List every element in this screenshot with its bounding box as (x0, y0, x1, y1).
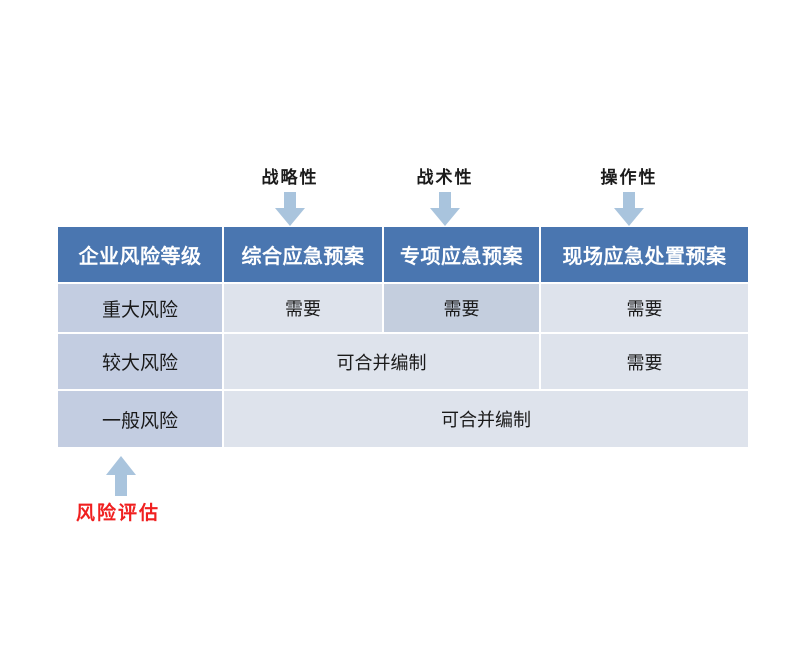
arrow-shaft (439, 192, 451, 209)
label-strategic: 战略性 (261, 168, 319, 187)
table-row: 重大风险 需要 需要 需要 (58, 282, 748, 332)
cell-general-merged-plans: 可合并编制 (224, 389, 748, 447)
label-risk-assessment: 风险评估 (76, 503, 161, 524)
down-arrow-strategic (275, 192, 305, 226)
up-arrow-risk-assessment (106, 456, 136, 496)
header-cell-risk-level: 企业风险等级 (58, 227, 224, 282)
cell-major-onsite: 需要 (541, 282, 748, 332)
down-arrow-tactical (430, 192, 460, 226)
header-row: 企业风险等级 综合应急预案 专项应急预案 现场应急处置预案 (58, 227, 748, 282)
table-body: 重大风险 需要 需要 需要 较大风险 可合并编制 需要 一般风险 可合并编制 (58, 282, 748, 447)
table-row: 较大风险 可合并编制 需要 (58, 332, 748, 389)
cell-larger-onsite: 需要 (541, 332, 748, 389)
down-arrow-operational (614, 192, 644, 226)
arrow-head (430, 208, 460, 226)
cell-major-comprehensive: 需要 (224, 282, 384, 332)
row-label-larger-risk: 较大风险 (58, 332, 224, 389)
header-cell-comprehensive-plan: 综合应急预案 (224, 227, 384, 282)
header-cell-special-plan: 专项应急预案 (384, 227, 541, 282)
label-operational: 操作性 (600, 168, 658, 187)
arrow-head (614, 208, 644, 226)
arrow-shaft (115, 474, 127, 496)
table-header: 企业风险等级 综合应急预案 专项应急预案 现场应急处置预案 (58, 227, 748, 282)
risk-plan-matrix-table: 企业风险等级 综合应急预案 专项应急预案 现场应急处置预案 重大风险 需要 需要… (58, 227, 748, 447)
arrow-head (106, 456, 136, 475)
arrow-shaft (284, 192, 296, 209)
cell-major-special: 需要 (384, 282, 541, 332)
table-row: 一般风险 可合并编制 (58, 389, 748, 447)
arrow-head (275, 208, 305, 226)
header-cell-onsite-plan: 现场应急处置预案 (541, 227, 748, 282)
row-label-major-risk: 重大风险 (58, 282, 224, 332)
cell-larger-merged-plans: 可合并编制 (224, 332, 541, 389)
row-label-general-risk: 一般风险 (58, 389, 224, 447)
arrow-shaft (623, 192, 635, 209)
label-tactical: 战术性 (416, 168, 474, 187)
